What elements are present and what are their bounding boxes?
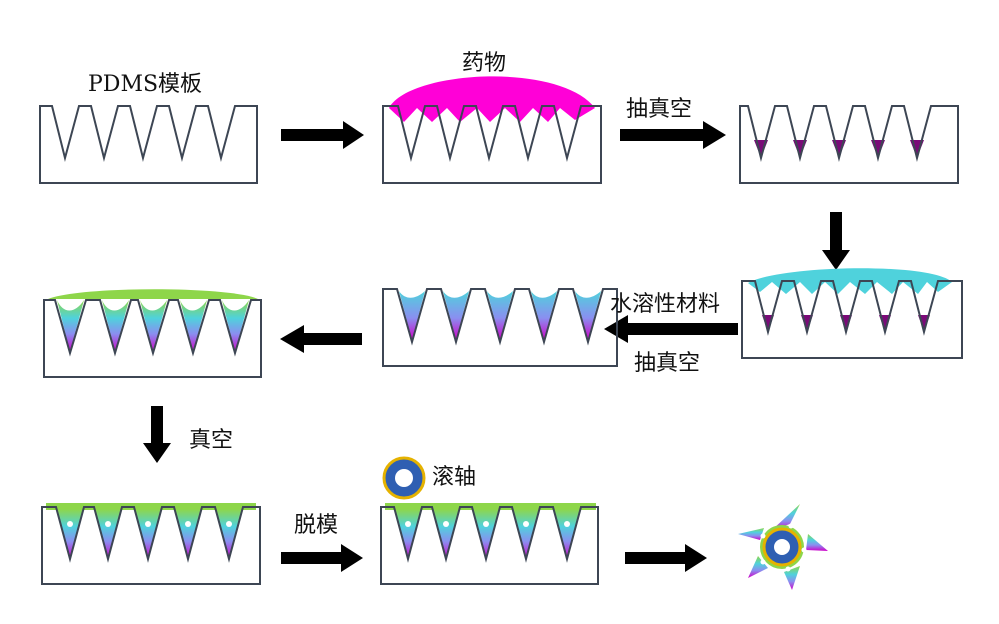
arrow-right-2 [620, 121, 726, 149]
pdms-mold-demold [380, 456, 599, 585]
arrow-left-1 [604, 315, 738, 343]
label-roller: 滚轴 [432, 465, 477, 490]
label-demold: 脱模 [294, 513, 339, 538]
pdms-mold-with-drug [382, 76, 602, 184]
label-vacuum-3: 真空 [189, 428, 234, 453]
arrow-right-4 [625, 544, 707, 572]
pdms-mold-gradient-needles [382, 288, 618, 367]
pdms-mold-vacuum [41, 503, 261, 585]
backing-layer [48, 289, 258, 299]
arrow-left-2 [280, 325, 362, 353]
arrow-down [822, 212, 850, 270]
arrow-right-3 [281, 544, 363, 572]
label-water-soluble-material: 水溶性材料 [610, 292, 721, 317]
label-vacuum-2: 抽真空 [634, 351, 701, 376]
pdms-mold-backing [43, 289, 262, 378]
roller [382, 456, 426, 500]
label-pdms-mold: PDMS模板 [88, 72, 203, 97]
arrow-down-2 [143, 406, 171, 463]
water-soluble-layer [748, 268, 952, 294]
pdms-mold-water-soluble [741, 268, 963, 359]
drug-layer [389, 76, 595, 122]
arrow-right-1 [281, 121, 364, 149]
pdms-mold-empty [39, 105, 258, 184]
label-drug: 药物 [462, 51, 507, 76]
label-vacuum-1: 抽真空 [626, 97, 693, 122]
pdms-mold-drug-tips [739, 105, 959, 184]
microneedle-roller-result [738, 504, 828, 590]
